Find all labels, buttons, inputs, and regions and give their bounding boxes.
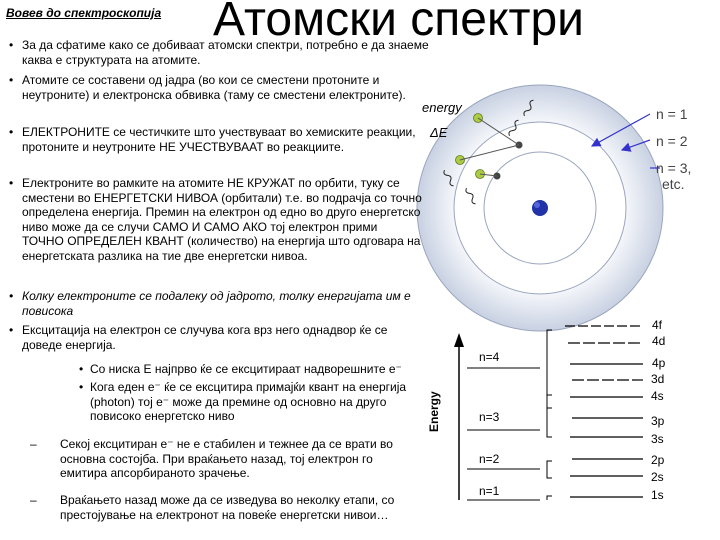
transition-line [477, 117, 520, 146]
orbital-label-2p: 2p [651, 453, 665, 467]
dash-item-1: – Секој ексцитиран e⁻ не е стабилен и те… [30, 437, 393, 480]
sub-bullet-1: • Со ниска Е најпрво ќе се ексцитираат н… [79, 362, 402, 376]
level-arrow-n2 [620, 139, 651, 152]
delta-e-label: ΔE [430, 125, 448, 140]
energy-level-diagram [454, 325, 643, 501]
orbital-label-4s: 4s [651, 389, 664, 403]
energy-label: energy [422, 100, 462, 115]
bullet-6: • Ексцитација на електрон се случува ког… [9, 323, 388, 352]
shell-label-n4: n=4 [479, 350, 500, 364]
page-title: Атомски спектри [213, 0, 584, 46]
transition-line [479, 173, 498, 177]
bullet-1: • За да сфатиме како се добиваат атомски… [9, 38, 429, 67]
orbital-label-2s: 2s [651, 470, 664, 484]
photon-wave [465, 188, 476, 205]
orbital-label-4f: 4f [652, 318, 663, 332]
level-arrow-n1 [590, 113, 651, 147]
shell-label-n3: n=3 [479, 410, 500, 424]
photon-wave [443, 170, 454, 187]
orbital-label-3s: 3s [651, 432, 664, 446]
nucleus [532, 200, 548, 216]
transition-line [459, 144, 520, 161]
orbital-label-1s: 1s [651, 488, 664, 502]
level-label-n3: n = 3, [656, 160, 692, 176]
orbital-label-4p: 4p [652, 356, 666, 370]
level-label-n2: n = 2 [656, 133, 688, 149]
orbital-label-4d: 4d [652, 334, 666, 348]
bracket-n2 [546, 460, 552, 479]
bullet-2: • Атомите се составени од јадра (во кои … [9, 73, 406, 102]
bracket-n4 [546, 329, 552, 409]
photon-wave [523, 99, 534, 116]
shell-label-n2: n=2 [479, 452, 500, 466]
intro-tag: Вовев до спектроскопија [6, 6, 162, 20]
level-label-n1: n = 1 [656, 106, 688, 122]
photon-wave [508, 119, 519, 136]
dash-item-2: – Враќањето назад може да се изведува во… [30, 493, 395, 522]
bullet-3: • ЕЛЕКТРОНИТЕ се честичките што учествув… [9, 125, 416, 154]
atom-diagram [416, 84, 664, 332]
bullet-5: • Колку електроните се подалеку од јадро… [9, 289, 411, 318]
orbital-label-3d: 3d [651, 372, 665, 386]
bracket-n1 [546, 495, 552, 500]
bracket-n3 [546, 394, 552, 438]
level-label-etc: etc. [662, 176, 685, 192]
bullet-4: • Електроните во рамките на атомите НЕ К… [9, 176, 422, 263]
energy-axis-label: Energy [427, 391, 441, 432]
orbital-label-3p: 3p [651, 414, 665, 428]
shell-label-n1: n=1 [479, 484, 500, 498]
sub-bullet-2: • Кога еден e⁻ ќе се ексцитира примајќи … [79, 380, 407, 423]
